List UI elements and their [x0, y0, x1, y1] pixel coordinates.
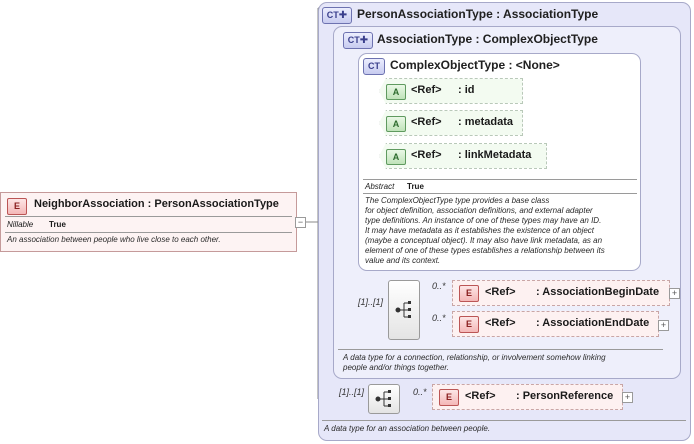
sequence-icon: [375, 390, 391, 407]
expand-toggle[interactable]: +: [658, 320, 669, 331]
neighbor-association-element[interactable]: E NeighborAssociation : PersonAssociatio…: [0, 192, 297, 252]
association-type-title: AssociationType : ComplexObjectType: [377, 32, 598, 46]
association-end-date-element[interactable]: E <Ref> : AssociationEndDate: [452, 311, 659, 337]
ct-badge: CT✚: [343, 32, 373, 49]
divider: [363, 179, 637, 180]
nillable-label: Nillable: [7, 220, 34, 229]
complex-object-type-documentation: The ComplexObjectType type provides a ba…: [365, 196, 605, 265]
element-ref: <Ref>: [465, 390, 496, 402]
attribute-metadata[interactable]: A <Ref> : metadata: [379, 110, 523, 136]
collapse-toggle[interactable]: −: [295, 217, 306, 228]
abstract-value: True: [407, 182, 424, 191]
sequence-occurrence: [1]..[1]: [358, 297, 384, 307]
divider: [363, 193, 637, 194]
element-badge: E: [7, 198, 27, 215]
attribute-badge: A: [386, 149, 406, 165]
divider: [338, 349, 663, 350]
element-name: : AssociationEndDate: [536, 317, 650, 329]
element-badge: E: [459, 316, 479, 333]
sequence-icon: [395, 301, 411, 318]
complex-object-type-title: ComplexObjectType : <None>: [390, 58, 560, 72]
attribute-name: : id: [458, 84, 475, 96]
divider: [5, 232, 292, 233]
attribute-ref: <Ref>: [411, 84, 442, 96]
expand-toggle[interactable]: +: [669, 288, 680, 299]
child-occurrence: 0..*: [413, 387, 427, 397]
person-association-type-documentation: A data type for an association between p…: [324, 424, 491, 433]
attribute-badge: A: [386, 84, 406, 100]
association-type-documentation: A data type for a connection, relationsh…: [343, 353, 606, 372]
attribute-badge: A: [386, 116, 406, 132]
person-reference-element[interactable]: E <Ref> : PersonReference: [432, 384, 623, 410]
element-documentation: An association between people who live c…: [7, 235, 221, 244]
element-badge: E: [459, 285, 479, 302]
element-name: : AssociationBeginDate: [536, 286, 660, 298]
abstract-label: Abstract: [365, 182, 395, 191]
attribute-ref: <Ref>: [411, 149, 442, 161]
element-badge: E: [439, 389, 459, 406]
sequence-compositor[interactable]: [388, 280, 420, 340]
element-name: : PersonReference: [516, 390, 614, 402]
attribute-ref: <Ref>: [411, 116, 442, 128]
association-begin-date-element[interactable]: E <Ref> : AssociationBeginDate: [452, 280, 670, 306]
divider: [5, 216, 292, 217]
person-association-type-title: PersonAssociationType : AssociationType: [357, 7, 599, 21]
element-ref: <Ref>: [485, 286, 516, 298]
child-occurrence: 0..*: [432, 281, 446, 291]
attribute-name: : metadata: [458, 116, 514, 128]
sequence-occurrence: [1]..[1]: [339, 387, 365, 397]
nillable-value: True: [49, 220, 66, 229]
attribute-name: : linkMetadata: [458, 149, 532, 161]
sequence-compositor[interactable]: [368, 384, 400, 414]
expand-toggle[interactable]: +: [622, 392, 633, 403]
ct-badge: CT✚: [322, 7, 352, 24]
child-occurrence: 0..*: [432, 313, 446, 323]
element-title: NeighborAssociation : PersonAssociationT…: [34, 198, 279, 210]
divider: [322, 420, 686, 421]
attribute-id[interactable]: A <Ref> : id: [379, 78, 523, 104]
attribute-link-metadata[interactable]: A <Ref> : linkMetadata: [379, 143, 547, 169]
element-ref: <Ref>: [485, 317, 516, 329]
ct-badge: CT: [363, 58, 385, 75]
